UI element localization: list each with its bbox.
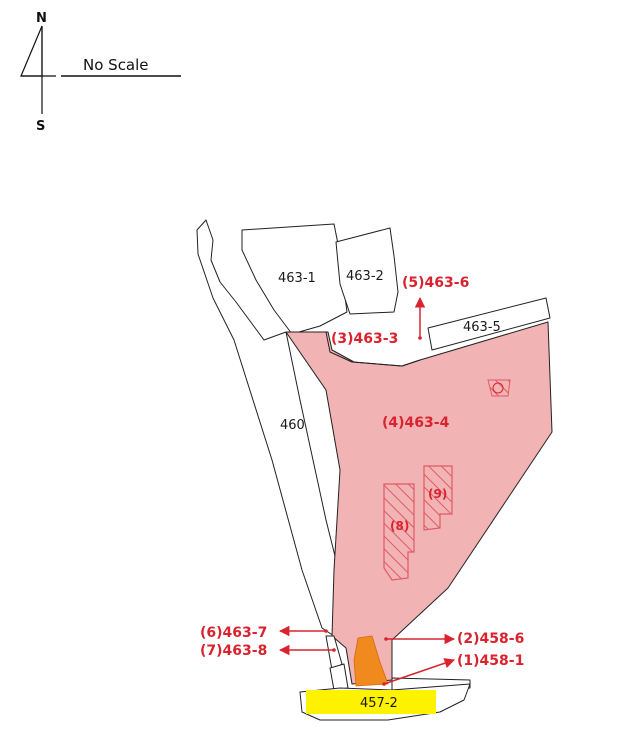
parcel-463-5: [427, 297, 551, 351]
parcel-label-463-5: 463-5: [463, 320, 501, 335]
parcel-label-457-2: 457-2: [360, 696, 398, 711]
parcel-457-2-highlight: [306, 690, 436, 714]
callout-label-4: (4)463-4: [382, 415, 450, 431]
building-label-8: (8): [390, 519, 409, 533]
north-label: N: [36, 11, 47, 26]
north-arrow: N S: [20, 11, 56, 134]
subject-area-463-4: [285, 321, 553, 685]
parcel-463-3-outline: [325, 331, 421, 367]
callout-arrows: [278, 296, 456, 686]
callout-label-2: (2)458-6: [457, 631, 524, 647]
parcel-463-2: [335, 227, 399, 315]
callout-label-1: (1)458-1: [457, 653, 524, 669]
building-9: [423, 465, 453, 531]
parcel-460: [196, 219, 349, 637]
callout-label-7: (7)463-8: [200, 643, 267, 659]
parcel-463-1: [241, 223, 348, 335]
scale-note: No Scale: [61, 56, 181, 77]
road-strip: [353, 635, 389, 687]
arrow-1: [383, 658, 455, 685]
callout-label-6: (6)463-7: [200, 625, 267, 641]
callout-label-5: (5)463-6: [402, 275, 469, 291]
parcel-label-463-1: 463-1: [278, 271, 316, 286]
building-label-9: (9): [428, 487, 447, 501]
callout-label-3: (3)463-3: [331, 331, 398, 347]
scale-label: No Scale: [83, 56, 149, 74]
hatched-marker-icon: [487, 379, 511, 397]
south-label: S: [36, 119, 45, 134]
building-8: [383, 483, 415, 581]
parcel-label-460: 460: [280, 418, 305, 433]
parcel-label-463-2: 463-2: [346, 269, 384, 284]
